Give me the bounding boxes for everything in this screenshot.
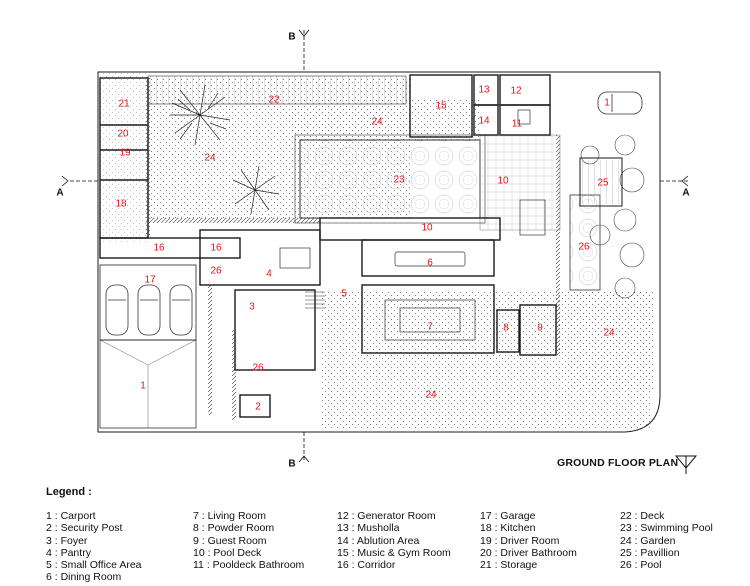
legend-item: 10 : Pool Deck — [193, 546, 262, 559]
legend-item: 8 : Powder Room — [193, 522, 275, 535]
pavillion-deck — [582, 160, 620, 204]
room-label: 8 — [503, 323, 509, 334]
room-label: 4 — [266, 269, 272, 280]
legend-column-2: 7 : Living Room 8 : Powder Room 9 : Gues… — [193, 510, 304, 571]
legend-item: 19 : Driver Room — [480, 534, 560, 547]
room-label: 13 — [478, 85, 490, 96]
hatched-walls — [146, 78, 560, 420]
legend-item: 12 : Generator Room — [337, 510, 436, 522]
legend-item: 4 : Pantry — [46, 546, 91, 559]
deck-area — [147, 75, 407, 105]
legend-item: 26 : Pool — [620, 559, 662, 572]
legend-column-5: 22 : Deck 23 : Swimming Pool 24 : Garden… — [620, 510, 713, 571]
carport-area — [99, 339, 197, 429]
legend-item: 21 : Storage — [480, 559, 538, 572]
room-label: 6 — [427, 258, 433, 269]
legend-item: 1 : Carport — [46, 510, 96, 522]
pool-right — [569, 194, 601, 291]
room-label: 22 — [268, 95, 280, 106]
room-label: 2 — [255, 402, 261, 413]
furniture — [279, 109, 546, 341]
stairs — [305, 291, 325, 309]
room-label: 15 — [435, 101, 447, 112]
legend-column-3: 12 : Generator Room 13 : Musholla 14 : A… — [337, 510, 451, 571]
legend-column-4: 17 : Garage 18 : Kitchen 19 : Driver Roo… — [480, 510, 577, 571]
legend-item: 3 : Foyer — [46, 534, 88, 547]
room-label: 5 — [341, 289, 347, 300]
room-label: 10 — [421, 223, 433, 234]
legend-item: 16 : Corridor — [337, 559, 396, 572]
room-label: 12 — [510, 86, 522, 97]
legend-title: Legend : — [46, 486, 92, 498]
tree-icons-right — [580, 134, 645, 299]
plan-title: GROUND FLOOR PLAN — [557, 457, 679, 469]
room-label: 9 — [537, 323, 543, 334]
room-label: 24 — [603, 328, 615, 339]
legend-item: 20 : Driver Bathroom — [480, 546, 577, 559]
tree-icons-garden — [170, 84, 280, 215]
room-label: 18 — [115, 199, 127, 210]
legend-item: 13 : Musholla — [337, 522, 400, 535]
legend-column-1: 1 : Carport 2 : Security Post 3 : Foyer … — [46, 510, 142, 584]
room-label: 24 — [204, 153, 216, 164]
legend-item: 14 : Ablution Area — [337, 534, 420, 547]
room-label: 17 — [144, 275, 156, 286]
legend-item: 23 : Swimming Pool — [620, 522, 713, 535]
section-b-top: B — [288, 32, 295, 43]
legend-item: 25 : Pavillion — [620, 546, 680, 559]
room-label: 24 — [425, 390, 437, 401]
room-number-labels: 21 22 24 15 13 12 1 20 24 14 11 19 23 10… — [115, 85, 615, 413]
legend-item: 7 : Living Room — [193, 510, 266, 522]
section-markers — [61, 29, 690, 463]
swimming-pool — [294, 134, 486, 224]
site-boundary — [97, 71, 661, 433]
garage-cars — [99, 264, 197, 341]
room-label: 16 — [153, 243, 165, 254]
room-label: 23 — [393, 175, 405, 186]
section-a-left: A — [56, 188, 63, 199]
room-label: 21 — [118, 99, 130, 110]
room-label: 26 — [578, 242, 590, 253]
legend-item: 5 : Small Office Area — [46, 559, 142, 572]
room-label: 10 — [497, 176, 509, 187]
room-label: 26 — [210, 266, 222, 277]
legend-item: 6 : Dining Room — [46, 571, 122, 584]
car-top-right — [597, 91, 643, 115]
room-label: 3 — [249, 302, 255, 313]
section-b-bottom: B — [288, 459, 295, 470]
room-label: 19 — [119, 148, 131, 159]
building-walls — [99, 74, 623, 418]
room-label: 14 — [478, 116, 490, 127]
room-label: 24 — [371, 117, 383, 128]
room-label: 20 — [117, 129, 129, 140]
room-label: 11 — [512, 119, 523, 130]
legend-item: 17 : Garage — [480, 510, 536, 522]
room-label: 1 — [604, 98, 610, 109]
section-a-right: A — [682, 188, 689, 199]
room-label: 7 — [427, 322, 433, 333]
north-arrow-icon — [674, 455, 698, 474]
room-label: 16 — [210, 243, 222, 254]
legend-item: 24 : Garden — [620, 534, 676, 547]
legend-item: 9 : Guest Room — [193, 534, 267, 547]
legend-item: 22 : Deck — [620, 510, 665, 522]
room-label: 25 — [597, 178, 609, 189]
legend-item: 2 : Security Post — [46, 522, 123, 535]
legend-item: 15 : Music & Gym Room — [337, 546, 451, 559]
room-label: 1 — [140, 381, 146, 392]
room-label: 26 — [252, 363, 264, 374]
legend-item: 11 : Pooldeck Bathroom — [193, 559, 305, 572]
legend-item: 18 : Kitchen — [480, 522, 536, 535]
